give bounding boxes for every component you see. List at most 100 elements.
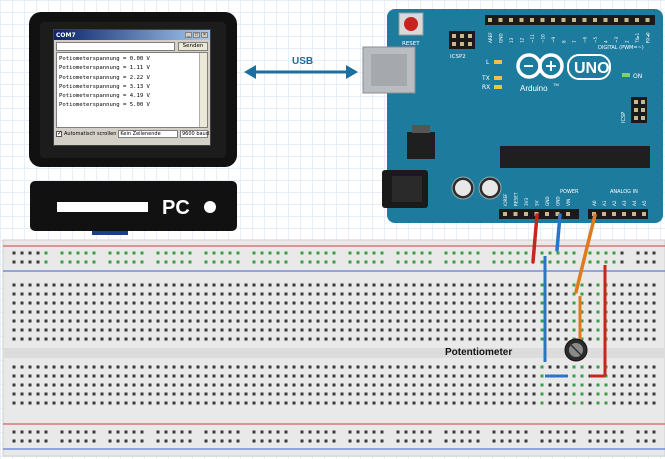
trademark-label: TM	[553, 82, 559, 87]
brand-label: Arduino	[520, 84, 548, 93]
analog-header	[588, 209, 648, 219]
header-pin[interactable]	[645, 18, 650, 22]
header-pin[interactable]	[530, 18, 534, 22]
pin-label: 13	[509, 37, 514, 43]
pin-label: ~9	[551, 36, 556, 43]
header-pin[interactable]	[513, 212, 518, 216]
autoscroll-checkbox[interactable]: ✓	[56, 131, 63, 137]
header-pin[interactable]	[555, 212, 560, 216]
rx-label: RX	[482, 84, 490, 91]
header-pin[interactable]	[509, 18, 513, 22]
pin-label: A4	[632, 200, 637, 206]
line-ending-select[interactable]: Kein Zeilenende	[118, 130, 178, 138]
serial-output: Potiometerspannung = 0.00 V Potiometerspa…	[56, 52, 208, 128]
send-button[interactable]: Senden	[178, 42, 208, 51]
header-pin[interactable]	[642, 212, 646, 216]
minimize-button[interactable]: _	[185, 32, 192, 38]
arduino-logo	[516, 53, 564, 79]
pc-base: PC	[30, 181, 237, 235]
pin-label: 5V	[535, 200, 540, 206]
header-pin[interactable]	[603, 18, 608, 22]
icsp2-label: ICSP2	[450, 54, 466, 60]
pin-label: A0	[592, 200, 597, 206]
pin-label: A2	[612, 200, 617, 206]
serial-output-line: Potiometerspannung = 1.11 V	[59, 65, 150, 72]
pin-label: 3V3	[524, 197, 529, 206]
pin-label: GND	[556, 196, 561, 206]
pin-label: RX◂0	[646, 32, 651, 43]
center-channel	[3, 348, 665, 358]
potentiometer	[564, 338, 588, 362]
led-tx	[494, 76, 502, 80]
analog-label: ANALOG IN	[610, 189, 638, 195]
pin-label: TX▸1	[635, 32, 640, 44]
serial-output-line: Potiometerspannung = 5.00 V	[59, 102, 150, 109]
serial-output-line: Potiometerspannung = 2.22 V	[59, 74, 150, 81]
pin-label: A5	[642, 200, 647, 206]
serial-titlebar: COM7 _ □ ×	[54, 30, 210, 40]
microcontroller-chip	[500, 146, 650, 168]
baud-rate-select[interactable]: 9600 baud	[180, 130, 209, 138]
icsp2-header	[449, 31, 475, 49]
serial-output-line: Potiometerspannung = 3.13 V	[59, 83, 150, 90]
header-pin[interactable]	[503, 212, 507, 216]
pin-label: VIN	[566, 199, 571, 206]
close-button[interactable]: ×	[201, 32, 208, 38]
header-pin[interactable]	[614, 18, 618, 22]
pin-label: ~10	[541, 34, 546, 43]
pin-label: ~3	[614, 36, 619, 43]
pin-label: 7	[572, 40, 577, 43]
pin-label: GND	[499, 33, 504, 43]
pin-label: IOREF	[503, 193, 508, 206]
pin-label: 2	[625, 40, 630, 43]
icsp-header	[631, 97, 647, 123]
serial-output-line: Potiometerspannung = 0.00 V	[59, 56, 150, 62]
pin-label: RESET	[514, 192, 519, 206]
led-l	[494, 60, 502, 64]
wires	[531, 213, 607, 378]
serial-monitor-window: COM7 _ □ × Senden Potiometerspannung = 0…	[53, 29, 211, 146]
header-pin[interactable]	[612, 212, 616, 216]
header-pin[interactable]	[524, 212, 528, 216]
led-rx	[494, 85, 502, 89]
header-pin[interactable]	[498, 18, 503, 22]
header-pin[interactable]	[602, 212, 606, 216]
icsp-label: ICSP	[621, 112, 627, 123]
wire-a0	[574, 213, 597, 294]
wire-5v	[531, 213, 539, 264]
header-pin[interactable]	[622, 212, 626, 216]
l-label: L	[486, 59, 490, 66]
wire-gnd	[555, 213, 562, 252]
serial-output-line: Potiometerspannung = 4.19 V	[59, 93, 150, 100]
digital-header	[485, 15, 655, 25]
header-pin[interactable]	[582, 18, 587, 22]
reset-label: RESET	[402, 41, 420, 47]
header-pin[interactable]	[624, 18, 629, 22]
autoscroll-label: Automatisch scrollen	[64, 131, 117, 137]
header-pin[interactable]	[540, 18, 545, 22]
uno-badge	[567, 54, 611, 80]
serial-scrollbar[interactable]	[199, 53, 207, 127]
usb-arrow: USB	[244, 56, 358, 79]
pin-label: ~6	[583, 36, 588, 43]
header-pin[interactable]	[632, 212, 636, 216]
maximize-button[interactable]: □	[193, 32, 200, 38]
header-pin[interactable]	[561, 18, 566, 22]
header-pin[interactable]	[566, 212, 570, 216]
header-pin[interactable]	[488, 18, 492, 22]
serial-title: COM7	[56, 31, 76, 39]
header-pin[interactable]	[545, 212, 549, 216]
pc-label: PC	[162, 197, 190, 219]
pin-label: AREF	[488, 32, 493, 43]
power-label: POWER	[560, 189, 579, 195]
send-input[interactable]	[56, 42, 175, 51]
uno-label: UNO	[574, 60, 610, 77]
header-pin[interactable]	[519, 18, 524, 22]
header-pin[interactable]	[551, 18, 555, 22]
voltage-regulator	[407, 132, 435, 159]
pin-label: A1	[602, 200, 607, 206]
header-pin[interactable]	[593, 18, 597, 22]
header-pin[interactable]	[635, 18, 639, 22]
header-pin[interactable]	[572, 18, 576, 22]
